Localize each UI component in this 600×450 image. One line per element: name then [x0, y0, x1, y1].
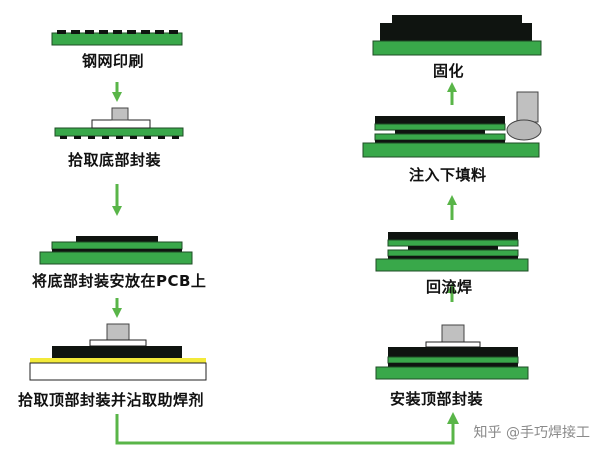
step-underfill-label: 注入下填料 — [409, 166, 487, 184]
cure-illustration — [372, 15, 542, 56]
pick-bottom-package-illustration — [54, 107, 184, 139]
bottom-package-substrate — [387, 249, 519, 257]
bottom-package-substrate — [387, 356, 519, 364]
top-package-body — [52, 346, 182, 358]
top-package-mold — [89, 339, 147, 347]
arrow-step4-to-step5-head — [447, 412, 459, 424]
underfill-drop — [506, 119, 542, 141]
pick-nozzle — [111, 107, 129, 121]
bottom-package-substrate — [374, 133, 506, 141]
pick-top-package-illustration — [29, 323, 207, 381]
top-package-body — [388, 347, 518, 357]
step-pick-bottom-package-label: 拾取底部封装 — [68, 151, 162, 169]
pcb-board — [362, 142, 540, 158]
top-package-body — [375, 116, 505, 124]
top-package-body — [380, 23, 532, 41]
bottom-package-balls — [375, 140, 505, 143]
pick-nozzle — [441, 324, 465, 343]
bottom-package-substrate — [54, 127, 184, 137]
dispenser-needle — [516, 91, 539, 123]
bottom-package-balls — [388, 363, 518, 367]
reflow-illustration — [375, 232, 529, 272]
step-place-bottom-package-label: 将底部封装安放在PCB上 — [32, 272, 207, 290]
step-mount-top-package-label: 安装顶部封装 — [390, 390, 484, 408]
bottom-package-balls — [52, 249, 182, 252]
top-package-substrate — [387, 239, 519, 247]
flow-arrows — [112, 82, 459, 445]
step-stencil-printing-label: 钢网印刷 — [82, 52, 145, 70]
bottom-package-die — [76, 236, 158, 242]
mount-top-package-illustration — [375, 324, 529, 380]
pcb-board — [51, 32, 183, 46]
top-package-mold — [425, 341, 481, 348]
flux-layer — [30, 358, 206, 363]
step-reflow-label: 回流焊 — [426, 278, 473, 296]
pick-nozzle — [106, 323, 130, 341]
top-package-mold — [392, 15, 522, 23]
bottom-package-die — [408, 246, 498, 250]
step-pick-top-package-label: 拾取顶部封装并沾取助焊剂 — [18, 391, 205, 409]
flux-tray — [29, 362, 207, 381]
underfill-illustration — [362, 91, 542, 158]
bottom-package-die — [91, 119, 151, 129]
bottom-package-die — [395, 130, 485, 134]
pcb-board — [39, 251, 193, 265]
place-bottom-package-illustration — [39, 236, 193, 265]
bottom-package-substrate — [51, 241, 183, 250]
arrow-step4-to-step5 — [115, 414, 455, 445]
step-cure-label: 固化 — [433, 62, 465, 80]
solder-paste-pads — [57, 30, 178, 34]
top-package-body — [388, 232, 518, 240]
top-package-substrate — [374, 123, 506, 131]
bottom-package-balls — [60, 136, 179, 139]
pcb-board — [375, 258, 529, 272]
stencil-printing-illustration — [51, 30, 183, 46]
pcb-board — [375, 366, 529, 380]
pcb-board — [372, 40, 542, 56]
watermark-text: 知乎 @手巧焊接工 — [473, 425, 590, 441]
bottom-package-balls — [388, 256, 518, 259]
